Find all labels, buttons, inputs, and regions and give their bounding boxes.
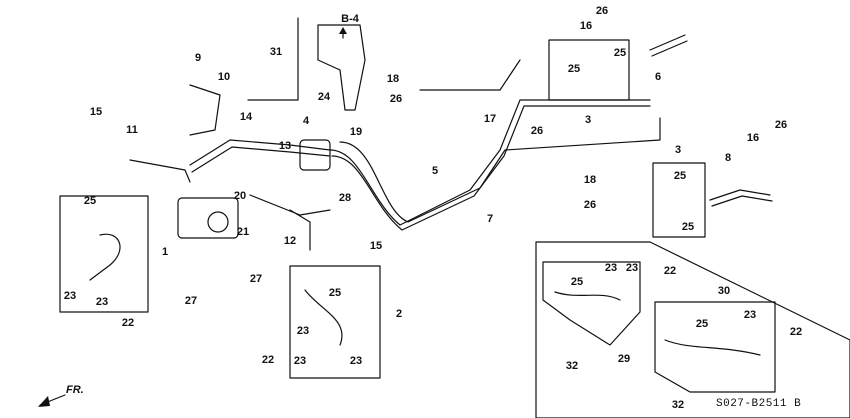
group-box-2 — [289, 265, 381, 379]
part-label-29: 29 — [617, 353, 631, 365]
part-label-26: 26 — [595, 5, 609, 17]
part-label-28: 28 — [338, 192, 352, 204]
part-label-25: 25 — [570, 276, 584, 288]
part-label-25: 25 — [613, 47, 627, 59]
group-box-29 — [542, 261, 641, 346]
part-label-23: 23 — [296, 325, 310, 337]
front-direction-label: FR. — [66, 384, 84, 396]
brake-pipe-7 — [339, 117, 661, 223]
part-label-22: 22 — [663, 265, 677, 277]
part-label-25: 25 — [681, 221, 695, 233]
brake-pipe-9-10 — [189, 84, 221, 136]
brake-pipe-8 — [709, 189, 771, 201]
part-label-32: 32 — [671, 399, 685, 411]
modulator-unit — [177, 197, 239, 239]
brake-pipe-12b — [249, 194, 331, 216]
part-label-27: 27 — [249, 273, 263, 285]
part-label-3: 3 — [674, 144, 682, 156]
brake-pipe-6b — [651, 40, 688, 57]
part-label-23: 23 — [604, 262, 618, 274]
part-label-32: 32 — [565, 360, 579, 372]
part-label-30: 30 — [717, 285, 731, 297]
part-label-1: 1 — [161, 246, 169, 258]
diagram-reference-code: S027-B2511 B — [716, 398, 802, 410]
part-label-16: 16 — [746, 132, 760, 144]
part-label-2: 2 — [395, 308, 403, 320]
hose-front-left — [89, 233, 121, 281]
front-arrow-head — [38, 396, 50, 407]
part-label-23: 23 — [293, 355, 307, 367]
brake-pipe-7b — [419, 59, 521, 91]
part-label-11: 11 — [126, 124, 138, 136]
part-label-10: 10 — [217, 71, 231, 83]
bracket-top — [317, 24, 366, 111]
direction-ref-b4: B-4 — [341, 13, 359, 25]
part-label-4: 4 — [302, 115, 310, 127]
part-label-20: 20 — [233, 190, 247, 202]
part-label-23: 23 — [63, 290, 77, 302]
part-label-18: 18 — [583, 174, 597, 186]
b4-arrow-head — [339, 27, 347, 34]
part-label-22: 22 — [121, 317, 135, 329]
group-box-3-right — [652, 162, 706, 238]
part-label-9: 9 — [194, 52, 202, 64]
bracket-b4 — [247, 17, 299, 101]
modulator-port — [207, 211, 229, 233]
part-label-23: 23 — [349, 355, 363, 367]
part-label-6: 6 — [654, 71, 662, 83]
part-label-21: 21 — [236, 226, 250, 238]
part-label-8: 8 — [724, 152, 732, 164]
proportioning-valve — [299, 139, 331, 171]
hose-rear-b — [664, 339, 761, 356]
brake-pipe-6 — [649, 34, 686, 51]
part-label-17: 17 — [483, 113, 497, 125]
brake-pipe-left-14b — [191, 146, 331, 173]
part-label-24: 24 — [317, 91, 331, 103]
part-label-19: 19 — [349, 126, 363, 138]
part-label-25: 25 — [695, 318, 709, 330]
part-label-16: 16 — [579, 20, 593, 32]
part-label-22: 22 — [261, 354, 275, 366]
part-label-13: 13 — [278, 140, 292, 152]
part-label-14: 14 — [239, 111, 253, 123]
part-label-12: 12 — [283, 235, 297, 247]
part-label-15: 15 — [369, 240, 383, 252]
hose-front-right — [304, 289, 343, 346]
part-label-25: 25 — [328, 287, 342, 299]
part-label-23: 23 — [95, 296, 109, 308]
part-label-26: 26 — [530, 125, 544, 137]
part-label-5: 5 — [431, 165, 439, 177]
hose-rear-a — [554, 291, 621, 301]
part-label-23: 23 — [625, 262, 639, 274]
part-label-15: 15 — [89, 106, 103, 118]
part-label-26: 26 — [583, 199, 597, 211]
brake-pipe-11 — [129, 159, 191, 183]
brake-pipe-5 — [329, 99, 651, 226]
part-label-25: 25 — [83, 195, 97, 207]
brake-pipe-5b — [331, 105, 651, 231]
brake-pipe-left-14 — [189, 139, 331, 166]
part-label-27: 27 — [184, 295, 198, 307]
brake-pipe-8b — [711, 195, 773, 207]
part-label-26: 26 — [774, 119, 788, 131]
part-label-23: 23 — [743, 309, 757, 321]
group-box-1 — [59, 195, 149, 313]
part-label-18: 18 — [386, 73, 400, 85]
group-box-30 — [654, 301, 776, 393]
part-label-22: 22 — [789, 326, 803, 338]
part-label-3: 3 — [584, 114, 592, 126]
part-label-26: 26 — [389, 93, 403, 105]
part-label-25: 25 — [673, 170, 687, 182]
part-label-31: 31 — [269, 46, 283, 58]
part-label-25: 25 — [567, 63, 581, 75]
part-label-7: 7 — [486, 213, 494, 225]
group-box-29-30 — [535, 241, 850, 418]
